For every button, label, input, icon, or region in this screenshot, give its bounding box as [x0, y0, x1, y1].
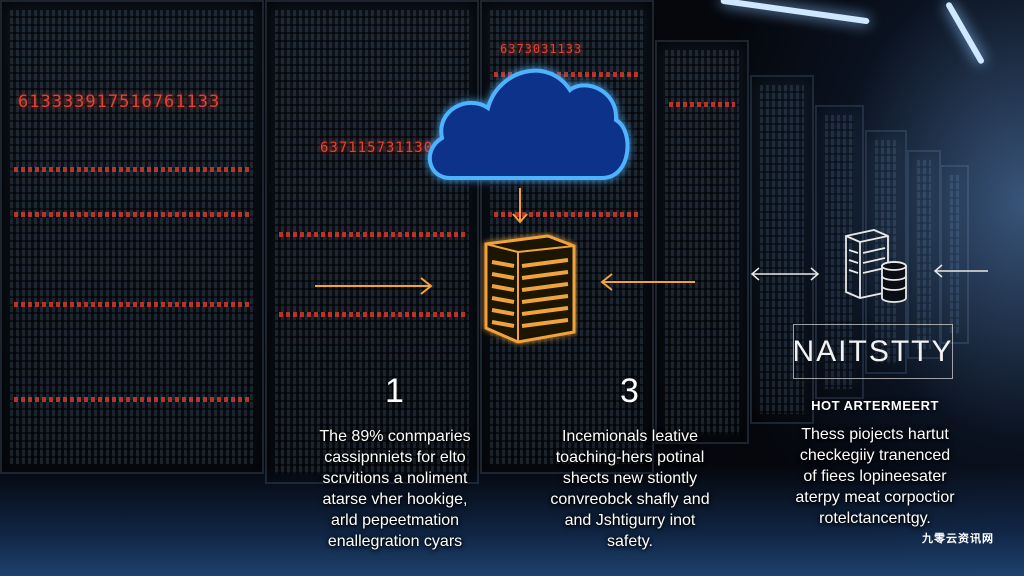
- server-rack-left: [0, 0, 264, 474]
- step-3-description: Incemionals leative toaching-hers potina…: [550, 428, 710, 550]
- step-1-number: 1: [385, 372, 404, 410]
- step-3-number: 3: [620, 372, 639, 410]
- watermark: 九零云资讯网: [922, 533, 994, 545]
- right-description: Thess piojects hartut checkegiiy tranenc…: [795, 426, 955, 527]
- server-stack-icon: [484, 234, 576, 344]
- double-arrow-icon: [750, 267, 820, 281]
- floor: [0, 466, 1024, 576]
- cloud-icon: [427, 68, 630, 180]
- right-arrow-icon: [315, 277, 433, 295]
- server-rack: [655, 40, 749, 444]
- server-rack: [865, 130, 907, 374]
- server-rack: [940, 165, 969, 344]
- step-1-description: The 89% conmparies cassipnniets for elto…: [319, 428, 471, 550]
- server-rack: [750, 75, 814, 424]
- title-box: NAITSTTY: [793, 324, 953, 379]
- section-subtitle: HOT ARTERMEERT: [811, 398, 939, 413]
- left-arrow-icon: [600, 273, 695, 291]
- rack-readout: 6373031133: [500, 42, 583, 56]
- server-rack: [265, 0, 479, 484]
- left-arrow-icon: [933, 264, 988, 278]
- database-icon: [845, 229, 907, 303]
- rack-readout: 613333917516761133: [18, 92, 221, 112]
- down-arrow-icon: [512, 188, 528, 224]
